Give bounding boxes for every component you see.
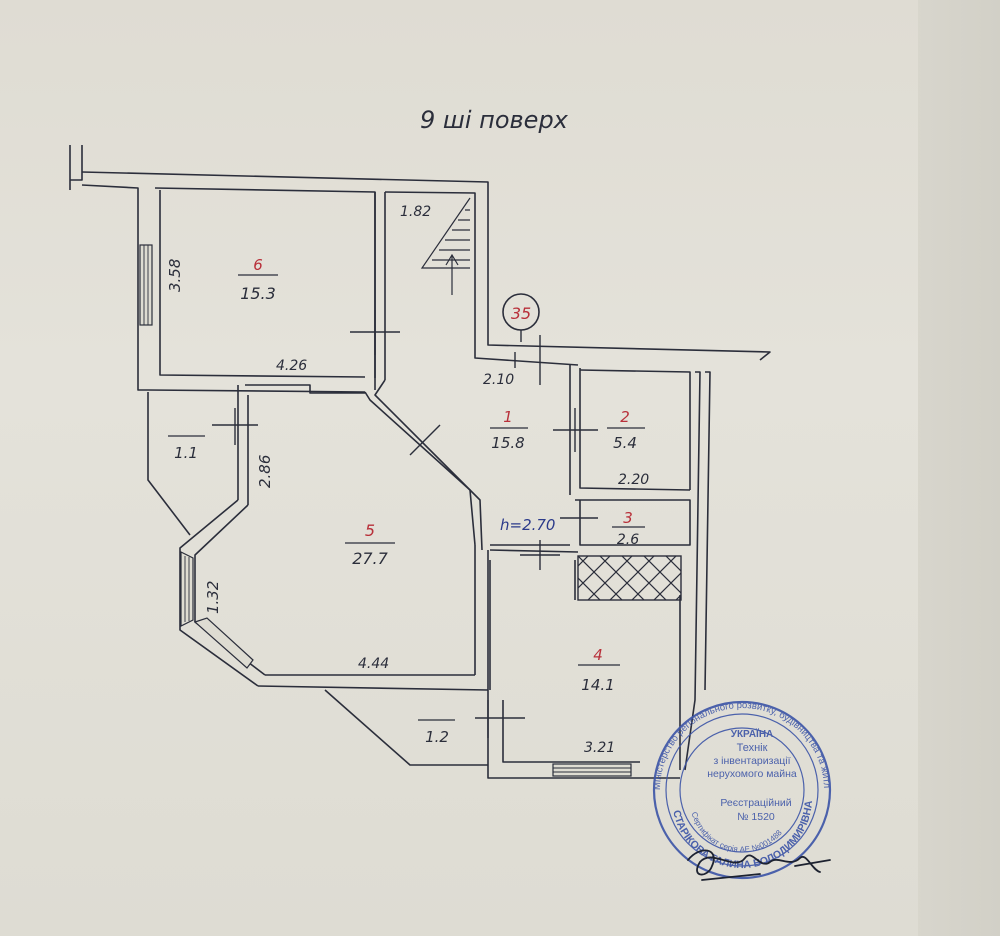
dim-bay: 1.32 (204, 581, 222, 614)
floor-title: 9 ші поверх (420, 106, 569, 134)
signature (687, 849, 831, 881)
stamp-line2: з інвентаризації (713, 755, 790, 767)
paper-sheet (0, 0, 918, 936)
room-5-number: 5 (365, 521, 375, 540)
wall-hatches (139, 244, 632, 777)
room-4-area: 14.1 (581, 676, 614, 694)
room-4-number: 4 (593, 646, 603, 664)
stamp-ring-text: Міністерство регіонального розвитку, буд… (0, 0, 832, 790)
dim-room6-width: 4.26 (276, 358, 307, 374)
room-1-area: 15.8 (491, 434, 524, 452)
door-markers (212, 310, 598, 738)
room-2-number: 2 (620, 408, 630, 426)
room-labels: 6 15.3 1 15.8 2 5.4 3 2.6 5 27.7 4 14.1 (168, 256, 645, 746)
stamp-line3: нерухомого майна (707, 768, 797, 780)
stamp-line5: № 1520 (737, 811, 775, 823)
room-5-area: 27.7 (352, 549, 388, 568)
room-2-area: 5.4 (613, 434, 637, 452)
dim-stair: 1.82 (400, 204, 431, 220)
dim-room4-width: 3.21 (584, 740, 615, 756)
dim-room1-width: 2.10 (483, 372, 514, 388)
balcony-1-area: 1.1 (174, 444, 198, 462)
official-stamp: Міністерство регіонального розвитку, буд… (0, 0, 832, 880)
dim-room5-width: 4.44 (358, 656, 389, 672)
room-3-number: 3 (623, 509, 633, 527)
building-number: 35 (511, 304, 531, 323)
dimensions: 1.82 3.58 4.26 2.10 2.86 2.20 1.32 4.44 … (166, 204, 649, 756)
stamp-line4: Реєстраційний (720, 797, 791, 809)
dim-room6-height: 3.58 (166, 259, 184, 292)
hatched-shaft (577, 555, 682, 601)
room-3-area: 2.6 (617, 532, 639, 548)
staircase (420, 197, 471, 295)
stamp-line1: Технік (737, 742, 768, 754)
dim-room5-height: 2.86 (256, 455, 274, 488)
room-1-number: 1 (503, 408, 513, 426)
balcony-2-area: 1.2 (425, 728, 449, 746)
room-6-number: 6 (253, 256, 263, 274)
room-6-area: 15.3 (240, 284, 276, 303)
window-lines (143, 245, 631, 773)
ceiling-height: h=2.70 (500, 516, 555, 534)
dim-room2-width: 2.20 (618, 472, 649, 488)
stamp-country: УКРАЇНА (731, 727, 774, 740)
